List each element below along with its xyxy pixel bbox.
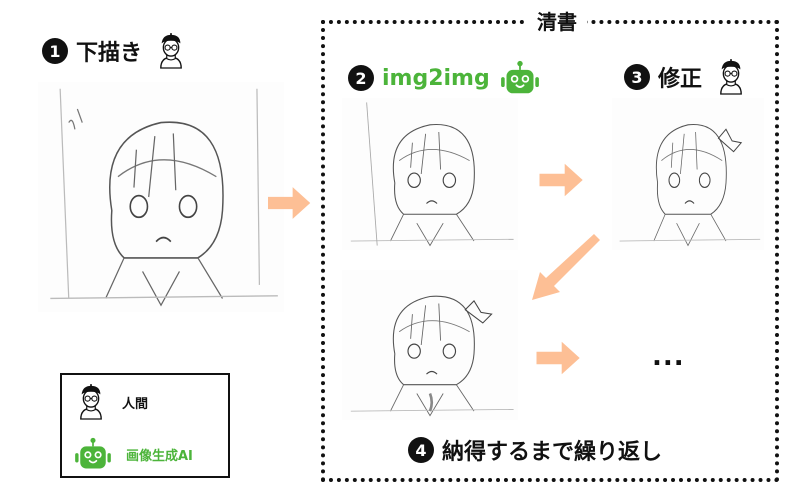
step3-title: 3 修正 [624, 58, 748, 96]
arrow-right-icon [268, 185, 312, 221]
step4-number: 4 [408, 437, 434, 463]
corrected-image [612, 98, 764, 250]
step3-number: 3 [624, 64, 650, 90]
rough-sketch-image [38, 82, 284, 312]
human-artist-icon [154, 32, 188, 70]
continuation-ellipsis: ... [652, 342, 685, 372]
sketch-drawing [38, 88, 284, 312]
corrected-lineart-drawing [612, 98, 764, 250]
step4-label: 納得するまで繰り返し [442, 440, 663, 465]
legend-label-ai: 画像生成AI [126, 448, 193, 464]
robot-ai-icon [500, 60, 540, 96]
step3-label: 修正 [658, 67, 703, 92]
step1-label: 下描き [76, 41, 143, 66]
human-artist-icon [714, 58, 748, 96]
refined-lineart-drawing [342, 270, 518, 420]
legend: 人間 画像生成AI [60, 373, 230, 478]
img2img-output-2-image [342, 270, 518, 420]
step4-title: 4 納得するまで繰り返し [408, 434, 662, 466]
img2img-output-1-image [342, 98, 518, 250]
step2-label: img2img [382, 65, 490, 91]
step2-number: 2 [348, 65, 374, 91]
legend-label-human: 人間 [122, 396, 149, 412]
legend-item-ai: 画像生成AI [74, 437, 193, 471]
ai-lineart-drawing [342, 102, 518, 250]
arrow-down-left-icon [532, 234, 600, 300]
human-artist-icon [74, 383, 108, 421]
clean-copy-label: 清書 [527, 6, 587, 35]
step2-title: 2 img2img [348, 60, 540, 96]
legend-item-human: 人間 [74, 383, 148, 421]
step1-number: 1 [42, 38, 68, 64]
robot-ai-icon [74, 437, 112, 471]
step1-title: 1 下描き [42, 32, 188, 70]
arrow-right-icon [530, 162, 594, 198]
arrow-right-icon [528, 340, 590, 376]
